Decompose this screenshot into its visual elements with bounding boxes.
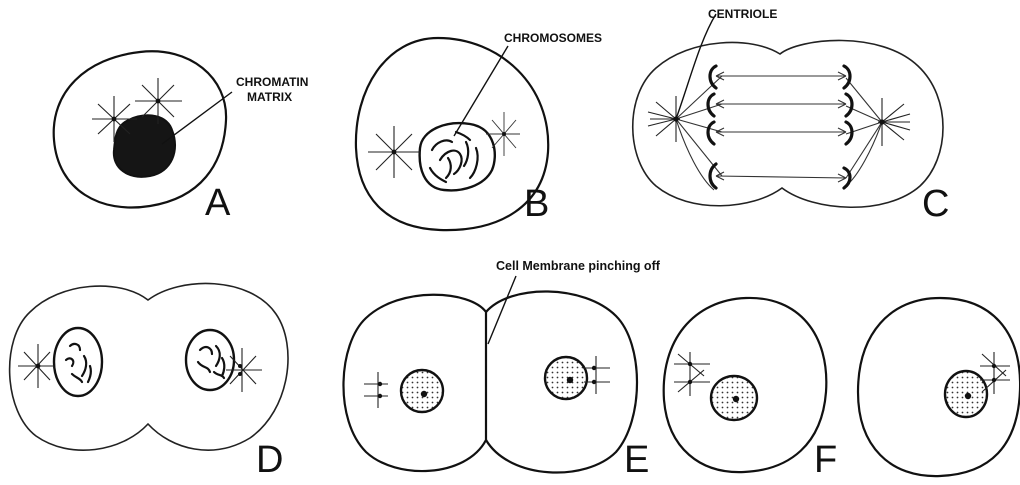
nucleus-d-right bbox=[186, 330, 234, 390]
membrane-label: Cell Membrane pinching off bbox=[496, 259, 661, 273]
panel-letter-d: D bbox=[256, 439, 283, 481]
matrix-label: MATRIX bbox=[247, 90, 292, 104]
chromosomes-label: CHROMOSOMES bbox=[504, 31, 602, 45]
panel-e: Cell Membrane pinching off E bbox=[343, 259, 660, 481]
panel-d: D bbox=[10, 283, 288, 481]
nucleus-e-left bbox=[401, 370, 443, 412]
chromosomes-pointer bbox=[454, 46, 508, 136]
centriole-pointer bbox=[676, 14, 716, 119]
centriole-c2 bbox=[878, 98, 910, 146]
panel-letter-e: E bbox=[624, 439, 649, 481]
centriole-c1 bbox=[648, 96, 680, 142]
panel-letter-c: C bbox=[922, 183, 949, 225]
chromatin-label: CHROMATIN bbox=[236, 75, 308, 89]
chromatin-pointer bbox=[162, 92, 232, 144]
centriole-e1 bbox=[364, 372, 388, 408]
panel-f: F bbox=[664, 298, 1020, 481]
chromosomes-d-right bbox=[198, 346, 224, 378]
centriole-label: CENTRIOLE bbox=[708, 7, 777, 21]
panel-a: CHROMATIN MATRIX A bbox=[54, 51, 309, 224]
chromatin-matrix-nucleus bbox=[114, 115, 175, 176]
chromosomes-d-left bbox=[66, 344, 91, 382]
chromosomes-b bbox=[430, 132, 478, 182]
nucleus-d-left bbox=[54, 328, 102, 396]
nucleus-e-right bbox=[545, 357, 587, 399]
cell-f-right bbox=[858, 298, 1020, 476]
panel-c: CENTRIOLE C bbox=[633, 7, 950, 225]
centriole-d1 bbox=[18, 344, 54, 388]
panel-b: CHROMOSOMES B bbox=[356, 31, 602, 230]
centriole-d2 bbox=[226, 348, 262, 392]
centriole-f1 bbox=[674, 352, 710, 396]
panel-letter-f: F bbox=[814, 439, 837, 481]
panel-letter-a: A bbox=[205, 182, 231, 224]
centriole-b2 bbox=[486, 112, 520, 156]
panel-letter-b: B bbox=[524, 183, 549, 225]
membrane-pointer bbox=[488, 276, 516, 344]
chromosomes-c-left bbox=[708, 66, 716, 188]
centriole-b1 bbox=[368, 126, 420, 178]
